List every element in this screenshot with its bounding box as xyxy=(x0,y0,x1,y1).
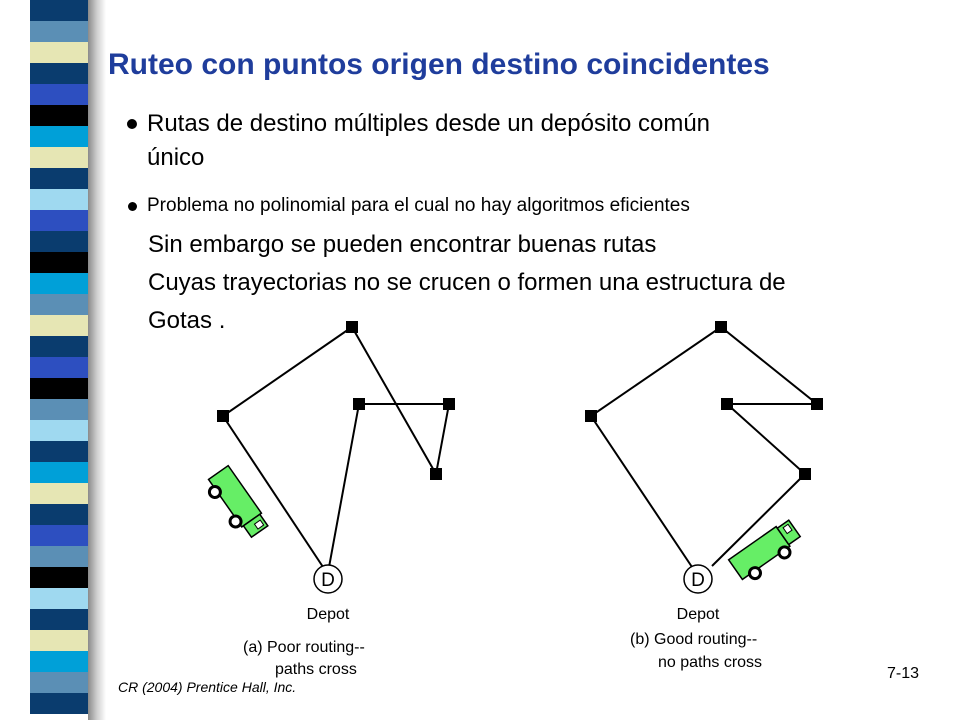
bar-block xyxy=(30,525,88,546)
footer-credit: CR (2004) Prentice Hall, Inc. xyxy=(118,679,297,695)
bar-block xyxy=(30,231,88,252)
stop-square-icon xyxy=(721,398,733,410)
bar-block xyxy=(30,672,88,693)
decorative-bar-column xyxy=(30,0,88,720)
bar-block xyxy=(30,714,88,720)
bar-block xyxy=(30,630,88,651)
poor-routing-diagram: D Depot (a) Poor routing-- paths cross xyxy=(207,321,455,678)
route-path xyxy=(222,325,451,579)
bar-block xyxy=(30,651,88,672)
body-line-1: Sin embargo se pueden encontrar buenas r… xyxy=(148,231,657,258)
bar-block xyxy=(30,336,88,357)
stop-square-icon xyxy=(715,321,727,333)
bar-block xyxy=(30,189,88,210)
bullet-2-line-1: Problema no polinomial para el cual no h… xyxy=(147,195,690,216)
bar-block xyxy=(30,609,88,630)
truck-icon xyxy=(207,464,269,539)
good-caption-line-1: (b) Good routing-- xyxy=(630,631,757,648)
bar-block xyxy=(30,21,88,42)
bullet-dot-icon xyxy=(128,202,137,211)
bullet-1-line-2: único xyxy=(147,144,205,171)
bullet-2: Problema no polinomial para el cual no h… xyxy=(147,194,690,218)
bar-block xyxy=(30,504,88,525)
bar-block xyxy=(30,378,88,399)
stop-square-icon xyxy=(799,468,811,480)
depot-icon xyxy=(683,564,713,594)
bar-block xyxy=(30,147,88,168)
bar-block xyxy=(30,693,88,714)
bar-block xyxy=(30,168,88,189)
page-number: 7-13 xyxy=(887,665,920,682)
truck-icon xyxy=(727,519,802,581)
body-line-3: Gotas . xyxy=(148,307,226,334)
good-caption-line-2: no paths cross xyxy=(658,654,762,671)
bullet-1: Rutas de destino múltiples desde un depó… xyxy=(147,107,710,175)
bar-block xyxy=(30,420,88,441)
bar-block xyxy=(30,483,88,504)
stop-square-icon xyxy=(430,468,442,480)
bar-block xyxy=(30,399,88,420)
bar-block xyxy=(30,126,88,147)
bar-block xyxy=(30,315,88,336)
stop-square-icon xyxy=(353,398,365,410)
depot-symbol: D xyxy=(691,570,705,591)
bar-block xyxy=(30,252,88,273)
bar-block xyxy=(30,105,88,126)
bar-block xyxy=(30,462,88,483)
stop-square-icon xyxy=(811,398,823,410)
stop-square-icon xyxy=(443,398,455,410)
bar-block xyxy=(30,567,88,588)
bar-block xyxy=(30,210,88,231)
bullet-dot-icon xyxy=(127,119,137,129)
slide-title: Ruteo con puntos origen destino coincide… xyxy=(108,48,770,81)
stop-square-icon xyxy=(346,321,358,333)
stop-square-icon xyxy=(585,410,597,422)
depot-icon xyxy=(313,564,343,594)
stop-square-icon xyxy=(217,410,229,422)
route-path xyxy=(222,415,326,571)
bar-block xyxy=(30,84,88,105)
left-margin xyxy=(0,0,30,720)
bar-block xyxy=(30,0,88,21)
poor-caption-line-2: paths cross xyxy=(275,661,357,678)
bar-block xyxy=(30,294,88,315)
good-routing-diagram: D Depot (b) Good routing-- no paths cros… xyxy=(585,321,823,671)
bar-block xyxy=(30,441,88,462)
bar-block xyxy=(30,357,88,378)
bar-block xyxy=(30,546,88,567)
bar-block xyxy=(30,63,88,84)
depot-symbol: D xyxy=(321,570,335,591)
bullet-1-line-1: Rutas de destino múltiples desde un depó… xyxy=(147,110,711,137)
body-line-2: Cuyas trayectorias no se crucen o formen… xyxy=(148,269,786,296)
depot-label: Depot xyxy=(677,606,720,623)
bar-shadow xyxy=(88,0,106,720)
bar-block xyxy=(30,42,88,63)
bar-block xyxy=(30,273,88,294)
poor-caption-line-1: (a) Poor routing-- xyxy=(243,639,365,656)
depot-label: Depot xyxy=(307,606,350,623)
bar-block xyxy=(30,588,88,609)
